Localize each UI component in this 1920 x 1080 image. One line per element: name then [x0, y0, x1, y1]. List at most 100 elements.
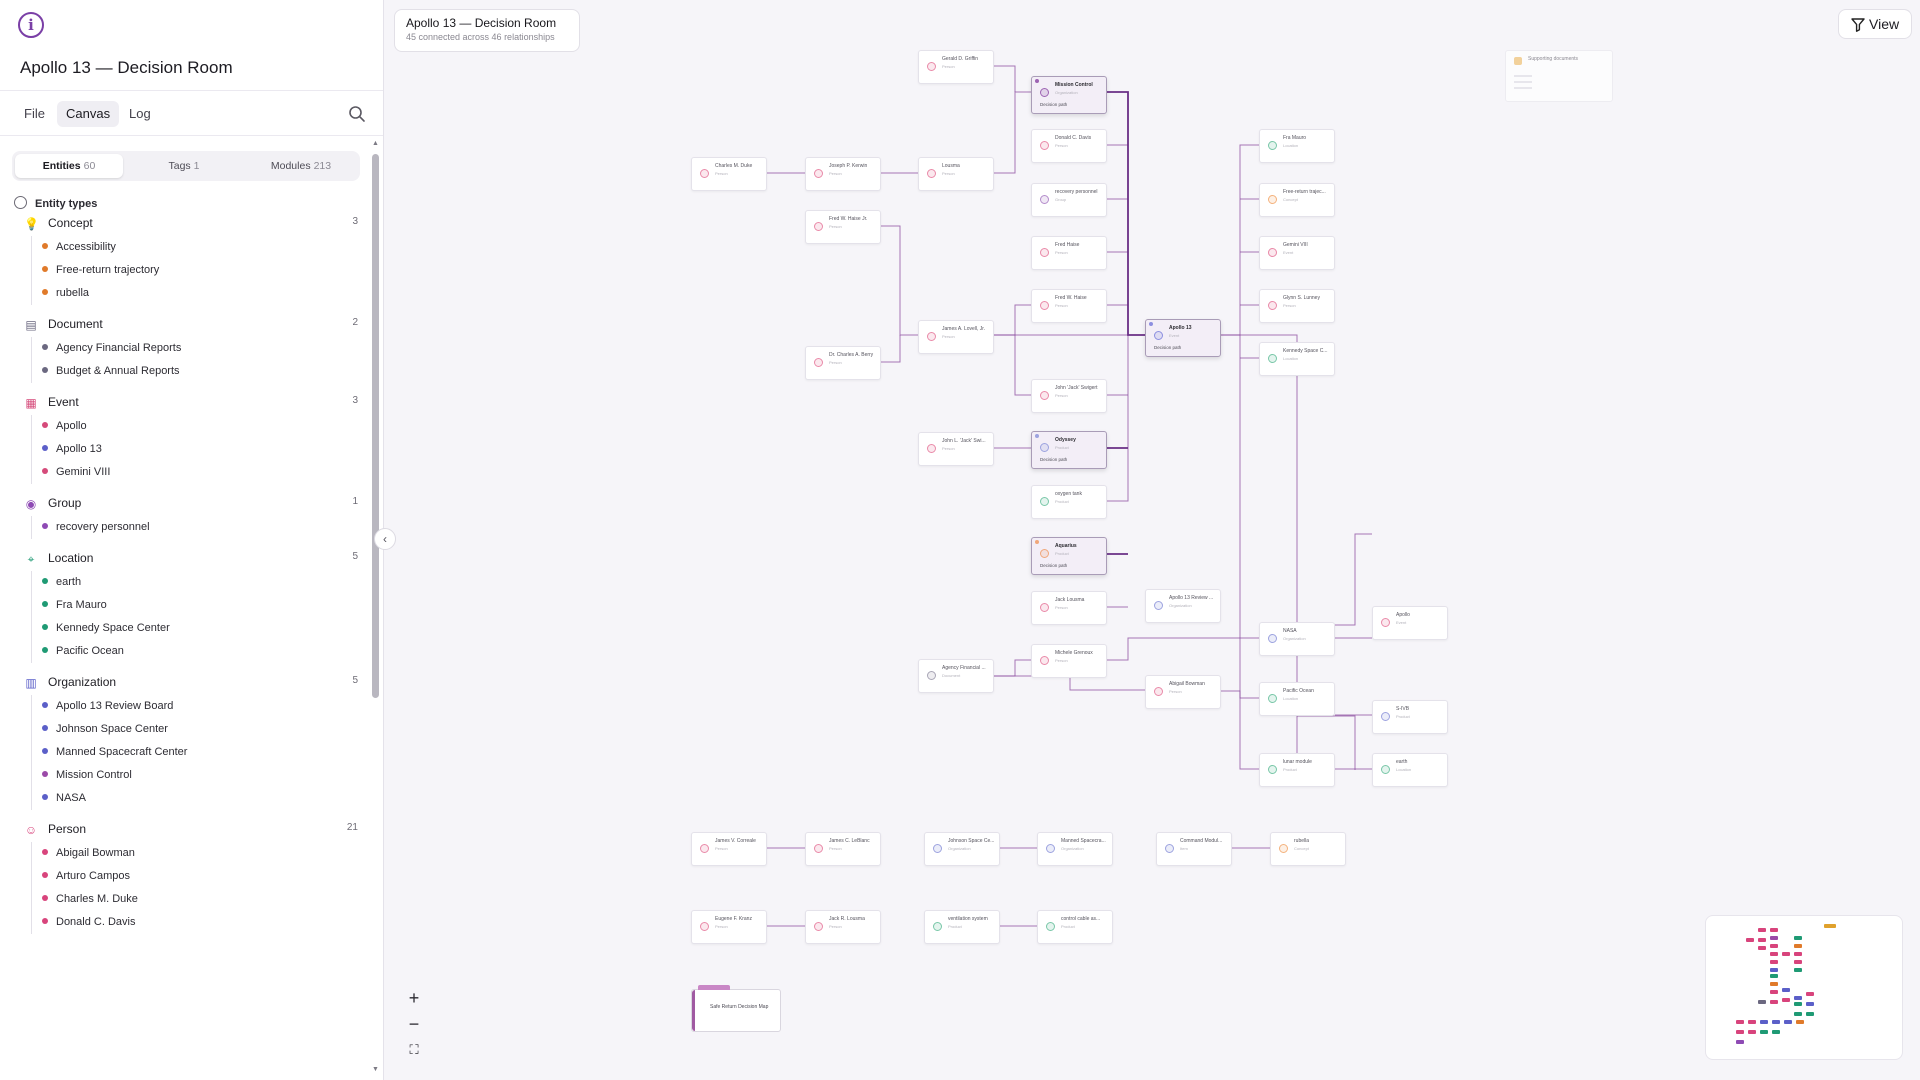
entity-list-item[interactable]: Gemini VIII [42, 462, 110, 482]
node-type-icon [1268, 765, 1277, 774]
node-type-icon [1381, 712, 1390, 721]
entity-list-item[interactable]: rubella [42, 283, 89, 303]
entity-list-item[interactable]: Johnson Space Center [42, 719, 168, 739]
supporting-documents-card[interactable]: Supporting documents [1505, 50, 1613, 102]
entity-list-item[interactable]: Apollo 13 [42, 439, 102, 459]
scroll-thumb[interactable] [372, 154, 379, 698]
graph-node[interactable]: Fred W. Haise Jr.Person [805, 210, 881, 244]
graph-node[interactable]: Agency Financial ...Document [918, 659, 994, 693]
graph-node[interactable]: Free-return trajec...Concept [1259, 183, 1335, 217]
entity-list-item[interactable]: Abigail Bowman [42, 843, 135, 863]
entity-list-item[interactable]: Free-return trajectory [42, 260, 159, 280]
scroll-up-arrow[interactable]: ▲ [372, 140, 379, 147]
graph-node[interactable]: James A. Lovell, Jr.Person [918, 320, 994, 354]
info-icon[interactable]: i [18, 12, 44, 38]
view-button[interactable]: View [1838, 9, 1912, 39]
node-flag [1149, 322, 1153, 326]
scroll-down-arrow[interactable]: ▼ [372, 1066, 379, 1073]
collapse-sidebar-button[interactable]: ‹ [374, 528, 396, 550]
graph-node[interactable]: control cable as...Product [1037, 910, 1113, 944]
graph-node[interactable]: Command Modul...Item [1156, 832, 1232, 866]
graph-node[interactable]: Johnson Space Ce...Organization [924, 832, 1000, 866]
entity-list-item[interactable]: Donald C. Davis [42, 912, 135, 932]
node-label: Mission Control [1055, 82, 1093, 88]
entity-list-item[interactable]: NASA [42, 788, 86, 808]
safe-return-map-card[interactable]: Safe Return Decision Map [691, 985, 781, 1032]
entity-list-item[interactable]: Accessibility [42, 237, 116, 257]
entity-list-item[interactable]: recovery personnel [42, 517, 150, 537]
graph-node[interactable]: Manned Spacecra...Organization [1037, 832, 1113, 866]
graph-node[interactable]: Kennedy Space C...Location [1259, 342, 1335, 376]
sidebar-scrollbar[interactable]: ▲ ▼ [371, 140, 380, 1080]
node-type-icon [814, 169, 823, 178]
entity-list-item[interactable]: Apollo 13 Review Board [42, 696, 173, 716]
zoom-out-button[interactable]: − [408, 1014, 420, 1034]
minimap[interactable] [1705, 915, 1903, 1060]
entity-list-item[interactable]: Charles M. Duke [42, 889, 138, 909]
tab-canvas[interactable]: Canvas [57, 101, 120, 127]
entity-list-item[interactable]: Arturo Campos [42, 866, 130, 886]
entity-list-item[interactable]: Apollo [42, 416, 87, 436]
node-label: Jack R. Lousma [829, 916, 865, 922]
entity-list-item[interactable]: Fra Mauro [42, 595, 107, 615]
zoom-in-button[interactable]: + [408, 988, 420, 1008]
graph-node[interactable]: Apollo 13 Review ...Organization [1145, 589, 1221, 623]
group-count: 2 [352, 317, 358, 328]
entity-list-item[interactable]: Pacific Ocean [42, 641, 124, 661]
entity-list-item[interactable]: Agency Financial Reports [42, 338, 181, 358]
entity-list-item[interactable]: Mission Control [42, 765, 132, 785]
tab-file[interactable]: File [24, 106, 45, 121]
entity-list-item[interactable]: Manned Spacecraft Center [42, 742, 187, 762]
tab-log[interactable]: Log [129, 106, 151, 121]
entity-list-item[interactable]: Kennedy Space Center [42, 618, 170, 638]
entity-list-item[interactable]: earth [42, 572, 81, 592]
search-icon[interactable] [347, 104, 367, 124]
fit-view-button[interactable]: ⛶ [409, 1042, 419, 1057]
graph-node[interactable]: John L. 'Jack' Swi...Person [918, 432, 994, 466]
entity-list-item[interactable]: Budget & Annual Reports [42, 361, 180, 381]
